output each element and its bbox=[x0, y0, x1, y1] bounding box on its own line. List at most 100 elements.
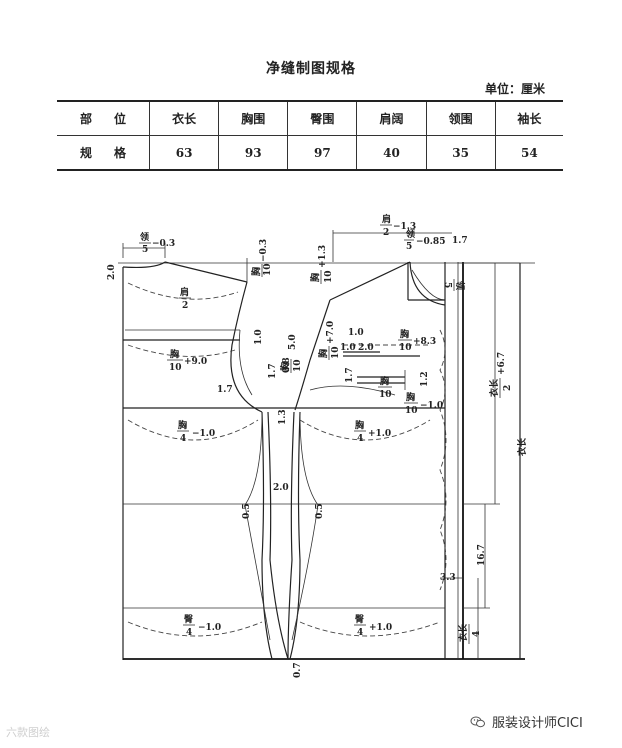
label-1-0-c: 1.0 bbox=[340, 343, 356, 353]
front-armhole bbox=[294, 299, 331, 411]
page-title: 净缝制图规格 bbox=[266, 61, 356, 77]
label-1-7-r: 1.7 bbox=[345, 367, 355, 383]
label-chest-left: 胸 10 +9.0 bbox=[167, 348, 207, 373]
label-5-0: 5.0 bbox=[288, 334, 298, 350]
label-neck-right: 领 5 −0.85 bbox=[404, 228, 445, 252]
table-cell: 40 bbox=[356, 135, 427, 171]
front-chest-arc bbox=[299, 419, 431, 441]
table-header-row: 部位 衣长 胸围 臀围 肩阔 领围 袖长 bbox=[57, 100, 563, 136]
back-shoulder-line bbox=[164, 261, 248, 283]
label-chest-right-1: 胸 10 +8.3 bbox=[398, 328, 436, 353]
label-2-0-right: 2.0 bbox=[358, 343, 374, 353]
label-1-7-mid: 1.7 bbox=[268, 363, 278, 379]
label-1-7-left: 1.7 bbox=[217, 385, 233, 395]
front-side-seam-inner bbox=[287, 411, 295, 660]
table-header-cell: 衣长 bbox=[148, 100, 219, 136]
back-armhole-inner bbox=[238, 329, 253, 396]
svg-text:胸: 胸 bbox=[317, 349, 329, 358]
svg-text:衣长: 衣长 bbox=[488, 378, 500, 397]
label-1-2: 1.2 bbox=[420, 371, 430, 387]
label-neck-right-vertical: 领 5 bbox=[442, 279, 466, 291]
label-chest-right-2: 胸 10 bbox=[378, 375, 392, 400]
svg-text:−0.3: −0.3 bbox=[259, 239, 269, 262]
table-cell: 93 bbox=[218, 135, 288, 171]
svg-text:10: 10 bbox=[331, 346, 341, 359]
back-hip-arc bbox=[127, 621, 263, 637]
back-neckline bbox=[122, 261, 166, 269]
svg-text:胸: 胸 bbox=[250, 267, 262, 276]
svg-text:肩: 肩 bbox=[381, 213, 391, 225]
watermark-left: 六款图绘 bbox=[6, 726, 50, 739]
label-chest-quarter-left: 胸 4 −1.0 bbox=[177, 419, 215, 444]
back-side-seam-inner bbox=[267, 411, 289, 660]
table-cell: 63 bbox=[148, 135, 219, 171]
svg-text:胸: 胸 bbox=[400, 328, 409, 340]
svg-text:−1.3: −1.3 bbox=[393, 222, 416, 232]
table-header-cell: 领围 bbox=[425, 100, 496, 136]
svg-text:−0.85: −0.85 bbox=[416, 237, 445, 247]
label-total-length: 衣长 bbox=[516, 437, 528, 456]
svg-text:+1.0: +1.0 bbox=[369, 623, 392, 633]
front-hip-arc bbox=[299, 621, 441, 637]
svg-text:4: 4 bbox=[357, 628, 363, 638]
svg-text:−1.0: −1.0 bbox=[192, 429, 215, 439]
back-chest-arc bbox=[127, 344, 236, 357]
table-row: 规格 63 93 97 40 35 54 bbox=[57, 135, 563, 171]
svg-text:4: 4 bbox=[472, 631, 482, 637]
table-header-cell: 胸围 bbox=[218, 100, 288, 136]
svg-text:−1.0: −1.0 bbox=[420, 401, 443, 411]
svg-text:4: 4 bbox=[357, 434, 363, 444]
svg-text:4: 4 bbox=[180, 434, 186, 444]
svg-text:10: 10 bbox=[263, 263, 273, 276]
back-side-seam bbox=[261, 411, 273, 660]
label-chest-right-3: 胸 10 −1.0 bbox=[404, 391, 443, 416]
svg-text:5: 5 bbox=[142, 245, 148, 255]
svg-text:+9.0: +9.0 bbox=[184, 357, 207, 367]
facing-curve bbox=[439, 329, 447, 591]
table-header-cell: 肩阔 bbox=[356, 100, 427, 136]
table-header-cell: 臀围 bbox=[287, 100, 357, 136]
label-16-7: 16.7 bbox=[477, 544, 487, 566]
label-3-3: 3.3 bbox=[440, 573, 456, 583]
label-shoulder-right: 肩 2 −1.3 bbox=[380, 213, 416, 238]
label-0-5-left: 0.5 bbox=[242, 503, 252, 519]
label-chest-small: 胸 10 −0.3 bbox=[250, 239, 273, 277]
svg-text:5: 5 bbox=[442, 282, 452, 288]
svg-text:臀: 臀 bbox=[184, 614, 193, 625]
svg-text:2: 2 bbox=[503, 385, 513, 391]
label-0-5-right: 0.5 bbox=[315, 503, 325, 519]
label-1-7-top: 1.7 bbox=[452, 236, 468, 246]
svg-text:−0.3: −0.3 bbox=[152, 239, 175, 249]
svg-text:10: 10 bbox=[379, 390, 392, 400]
svg-text:2: 2 bbox=[182, 301, 188, 311]
label-2-0-mid: 2.0 bbox=[273, 483, 289, 493]
table-header-cell: 部位 bbox=[57, 100, 150, 136]
back-armhole bbox=[230, 281, 263, 413]
svg-text:领: 领 bbox=[140, 231, 149, 243]
svg-text:胸: 胸 bbox=[309, 273, 321, 282]
back-waist-arc bbox=[127, 419, 259, 441]
svg-text:4: 4 bbox=[186, 628, 192, 638]
label-1-0-b: 1.0 bbox=[348, 328, 364, 338]
watermark-text: 服装设计师CICI bbox=[492, 716, 583, 731]
front-neckline bbox=[409, 261, 446, 306]
svg-text:肩: 肩 bbox=[179, 286, 189, 298]
svg-text:领: 领 bbox=[454, 281, 466, 290]
svg-text:胸: 胸 bbox=[380, 375, 389, 387]
svg-text:+6.7: +6.7 bbox=[497, 352, 507, 375]
svg-text:胸: 胸 bbox=[279, 362, 291, 371]
svg-text:胸: 胸 bbox=[406, 391, 415, 403]
shoulder-curve-guide bbox=[127, 282, 239, 300]
svg-text:+1.0: +1.0 bbox=[368, 429, 391, 439]
svg-text:臀: 臀 bbox=[355, 614, 364, 625]
label-chest-vertical: 胸 10 +1.3 bbox=[309, 245, 334, 284]
svg-text:+7.0: +7.0 bbox=[326, 321, 336, 344]
label-neck-left: 领 5 −0.3 bbox=[139, 231, 175, 255]
front-side-seam bbox=[289, 411, 301, 660]
label-1-3: 1.3 bbox=[278, 409, 288, 425]
table-header-cell: 袖长 bbox=[494, 100, 563, 136]
label-0-8: 0.8 bbox=[282, 357, 292, 373]
svg-text:10: 10 bbox=[293, 359, 303, 372]
table-cell: 54 bbox=[494, 135, 563, 171]
